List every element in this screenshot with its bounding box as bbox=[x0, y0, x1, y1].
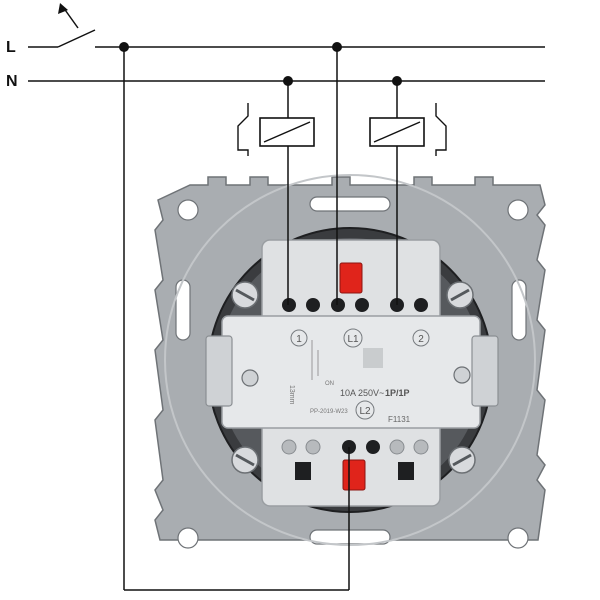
plate-slot bbox=[511, 279, 527, 341]
line-label-n: N bbox=[6, 73, 18, 90]
main-switch bbox=[57, 29, 96, 48]
claw-screw bbox=[241, 369, 259, 387]
poles-text: 1P/1P bbox=[385, 388, 410, 398]
terminal-hole bbox=[306, 298, 320, 312]
code-text: PP-2019-W23 bbox=[310, 409, 348, 415]
model-text: F1131 bbox=[388, 415, 411, 424]
plate-screw-hole bbox=[177, 199, 199, 221]
line-label-l: L bbox=[6, 39, 16, 56]
terminal-hole bbox=[414, 298, 428, 312]
junction-dot bbox=[119, 42, 129, 52]
wiring bbox=[119, 42, 402, 591]
junction-dot bbox=[392, 76, 402, 86]
lamp-right bbox=[369, 103, 447, 156]
terminal-label-2: 2 bbox=[412, 329, 430, 347]
mounting-screw bbox=[446, 281, 474, 309]
mounting-screw bbox=[448, 446, 476, 474]
qr-code bbox=[363, 348, 383, 368]
svg-text:1: 1 bbox=[296, 334, 302, 345]
terminal-label-1: 1 bbox=[290, 329, 308, 347]
release-tab-bottom bbox=[342, 459, 366, 491]
plate-screw-hole bbox=[507, 527, 529, 549]
switch-mechanism: 1 L1 2 L2 10A 250V~ 1P/1P F1131 PP-2019-… bbox=[205, 239, 499, 507]
plate-screw-hole bbox=[507, 199, 529, 221]
junction-dot bbox=[332, 42, 342, 52]
claw-screw bbox=[453, 366, 471, 384]
mounting-screw bbox=[231, 281, 259, 309]
on-mark: ON bbox=[325, 381, 334, 387]
terminal-label-l2: L2 bbox=[355, 400, 375, 420]
dimension-text: 13mm bbox=[288, 385, 295, 405]
svg-text:L1: L1 bbox=[347, 334, 359, 345]
rating-text: 10A 250V~ bbox=[340, 388, 384, 398]
plate-screw-hole bbox=[177, 527, 199, 549]
release-tab-top bbox=[339, 262, 363, 294]
plate-slot bbox=[309, 196, 391, 212]
terminal-label-l1: L1 bbox=[343, 328, 363, 348]
lamp-left bbox=[237, 103, 315, 156]
top-terminal-block bbox=[282, 298, 428, 312]
supply-lines: L N bbox=[6, 3, 545, 90]
terminal-hole-1 bbox=[282, 298, 296, 312]
mounting-screw bbox=[231, 446, 259, 474]
svg-text:2: 2 bbox=[418, 334, 424, 345]
svg-text:L2: L2 bbox=[359, 406, 371, 417]
junction-dot bbox=[283, 76, 293, 86]
terminal-hole bbox=[355, 298, 369, 312]
terminal-hole-l1 bbox=[331, 298, 345, 312]
